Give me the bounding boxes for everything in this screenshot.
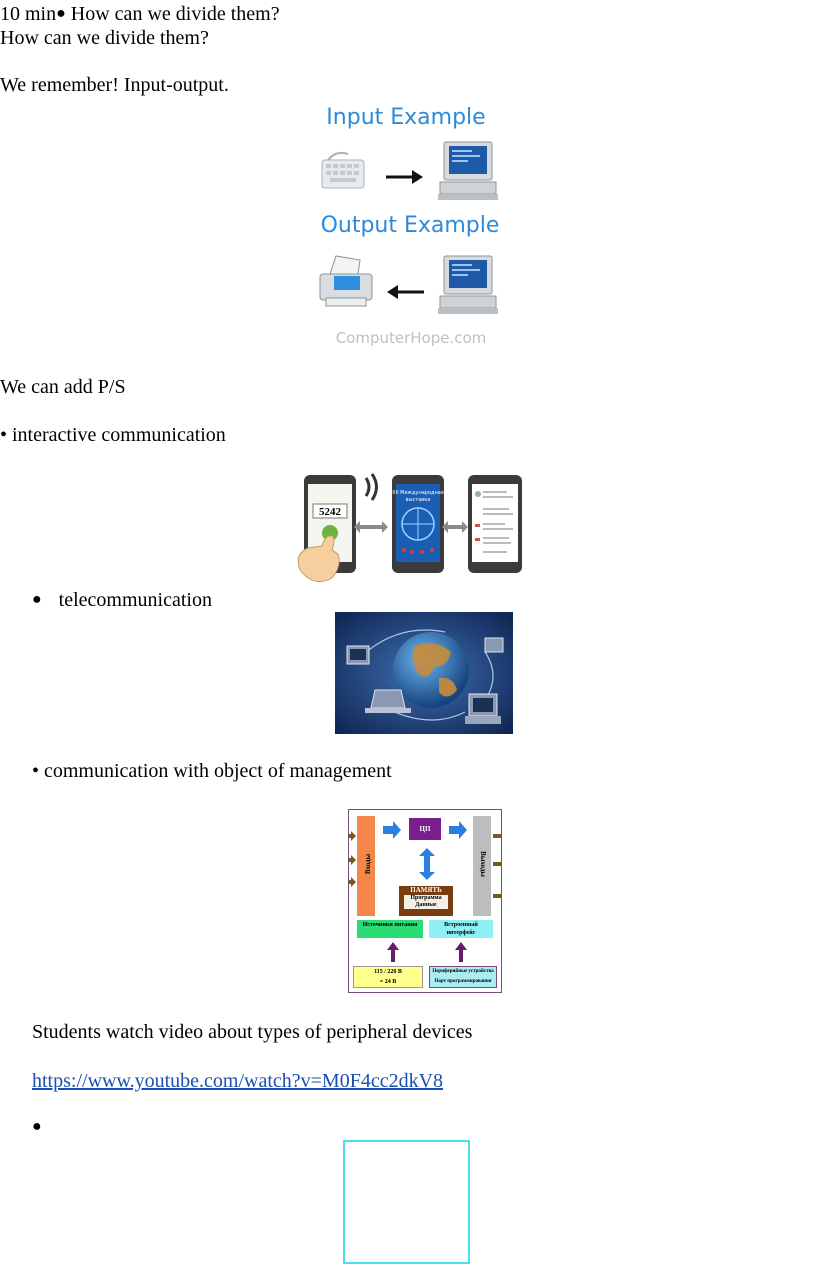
telecommunication-globe-image	[335, 612, 513, 734]
right-arrow-icon	[386, 170, 423, 184]
inputs-block: Входы	[357, 816, 375, 916]
bullet-icon: ●	[32, 591, 42, 608]
add-ps-line: We can add P/S	[0, 376, 126, 398]
interactive-phones-figure: 5242 XII Международная выставка	[297, 473, 522, 583]
double-arrow-icon	[354, 521, 388, 533]
output-example-title: Output Example	[321, 213, 500, 238]
voltage-block: 115 / 220 В = 24 В	[353, 966, 423, 988]
subheading: How can we divide them?	[0, 27, 209, 49]
peripheral-line-1: Периферийные устройства	[432, 969, 494, 974]
memory-block: ПАМЯТЬ Программа Данные	[399, 886, 453, 916]
input-output-figure: Input Example Output Example	[319, 105, 500, 347]
header-question: How can we divide them?	[70, 3, 280, 25]
video-instruction: Students watch video about types of peri…	[32, 1021, 473, 1043]
management-diagram: Входы ЦП Выходы ПАМЯТЬ Программа Данные …	[348, 809, 502, 993]
cpu-memory-arrow-icon	[419, 848, 435, 880]
interface-arrow-icon	[455, 942, 467, 962]
computer-icon	[438, 255, 498, 314]
phone-app-image: XII Международная выставка	[392, 475, 444, 573]
video-link[interactable]: https://www.youtube.com/watch?v=M0F4cc2d…	[32, 1070, 444, 1092]
interface-block: Встроенный интерфейс	[429, 920, 493, 938]
bullet-icon: ●	[32, 1118, 42, 1135]
voltage-line-2: = 24 В	[379, 979, 397, 985]
image-placeholder-frame	[343, 1140, 470, 1264]
header-prefix: 10 min	[0, 3, 57, 25]
program-label: Программа	[404, 895, 448, 902]
input-arrow-icon	[349, 877, 356, 887]
voltage-line-1: 115 / 220 В	[374, 969, 402, 975]
outputs-block: Выходы	[473, 816, 491, 916]
screen-title: XII Международная	[392, 490, 444, 496]
input-arrow-icon	[349, 855, 356, 865]
bullet-icon: ●	[56, 5, 66, 22]
telecom-label: telecommunication	[58, 589, 212, 611]
signal-waves-icon	[364, 473, 378, 501]
watermark-text: ComputerHope.com	[336, 329, 487, 347]
laptop-icon	[365, 689, 411, 713]
power-block: Источники питания	[357, 920, 423, 938]
remember-line: We remember! Input-output.	[0, 74, 229, 96]
interactive-item: • interactive communication	[0, 424, 226, 446]
to-cpu-arrow-icon	[383, 821, 401, 839]
management-item: • communication with object of managemen…	[32, 760, 392, 782]
double-arrow-icon	[442, 521, 468, 533]
peripheral-block: Периферийные устройства Порт программиро…	[429, 966, 497, 988]
data-label: Данные	[404, 902, 448, 909]
computer-icon	[346, 645, 370, 665]
computer-icon	[484, 637, 504, 653]
inputs-label: Входы	[364, 853, 373, 875]
computer-icon	[438, 141, 498, 200]
screen-subtitle: выставка	[406, 497, 431, 503]
phone-code: 5242	[319, 506, 342, 518]
empty-bullet: ●	[32, 1115, 42, 1141]
output-arrow-icon	[493, 831, 501, 841]
input-arrow-icon	[349, 831, 356, 841]
left-arrow-icon	[387, 285, 424, 299]
telecom-item: ● telecommunication	[32, 588, 212, 614]
memory-label: ПАМЯТЬ	[410, 886, 442, 894]
phone-list-image	[468, 475, 522, 573]
from-cpu-arrow-icon	[449, 821, 467, 839]
power-arrow-icon	[387, 942, 399, 962]
output-arrow-icon	[493, 859, 501, 869]
input-example-title: Input Example	[326, 105, 485, 130]
computer-icon	[465, 693, 501, 724]
hand-icon	[297, 535, 340, 583]
cpu-block: ЦП	[409, 818, 441, 840]
keyboard-icon	[321, 151, 365, 189]
peripheral-line-2: Порт программирования	[434, 979, 492, 984]
output-arrow-icon	[493, 891, 501, 901]
header-line: 10 min● How can we divide them?	[0, 2, 280, 28]
printer-icon	[319, 255, 373, 307]
outputs-label: Выходы	[478, 851, 487, 877]
